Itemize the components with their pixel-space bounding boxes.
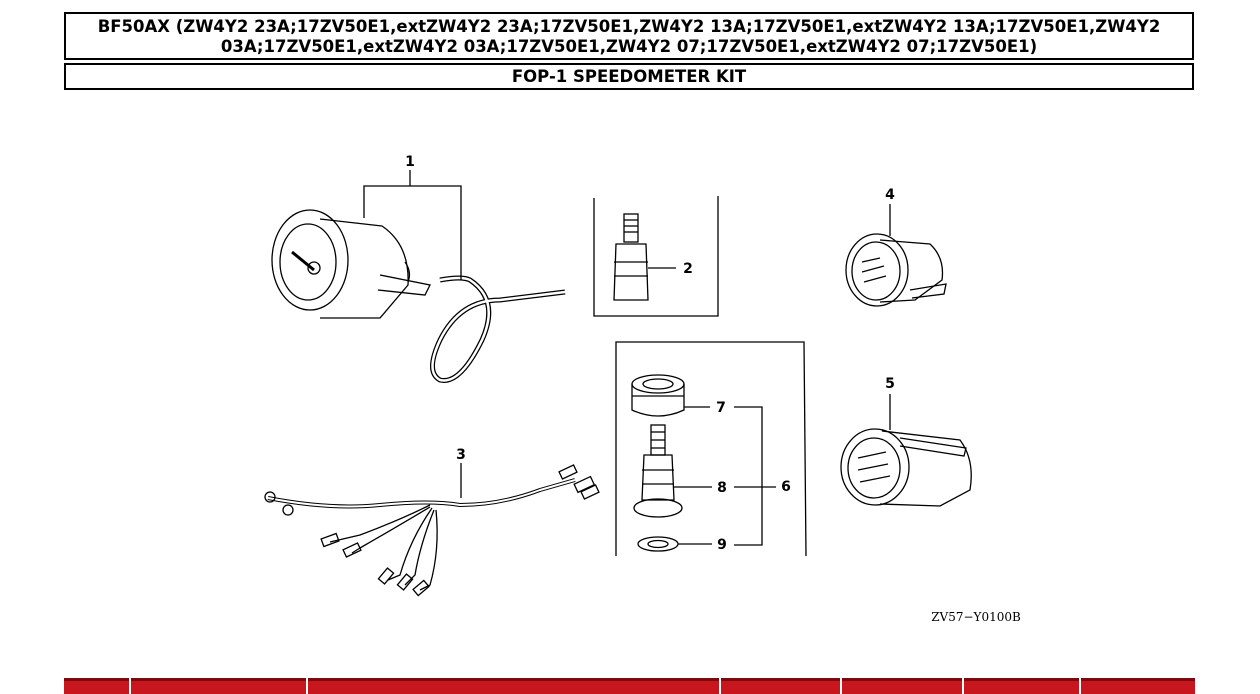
part-4-gauge[interactable] — [845, 233, 947, 307]
frame-6 — [615, 341, 807, 557]
table-header-cell — [307, 678, 720, 694]
section-title: FOP-1 SPEEDOMETER KIT — [64, 63, 1194, 90]
table-header-cell — [130, 678, 307, 694]
model-line-2: 03A;17ZV50E1,extZW4Y2 03A;17ZV50E1,ZW4Y2… — [220, 37, 1038, 56]
callout-9[interactable]: 9 — [717, 537, 727, 553]
part-5-gauge[interactable] — [840, 428, 972, 507]
callout-7[interactable]: 7 — [716, 400, 726, 416]
table-header-cell — [963, 678, 1080, 694]
part-9-washer[interactable] — [637, 536, 679, 552]
model-header: BF50AX (ZW4Y2 23A;17ZV50E1,extZW4Y2 23A;… — [64, 12, 1194, 60]
callout-4[interactable]: 4 — [885, 187, 895, 203]
callout-1[interactable]: 1 — [405, 154, 415, 170]
part-2-adapter[interactable] — [613, 213, 649, 301]
table-header-cell — [720, 678, 841, 694]
callout-6[interactable]: 6 — [781, 479, 791, 495]
table-header-cell — [63, 678, 130, 694]
callout-bracket-1 — [363, 185, 462, 280]
callout-2[interactable]: 2 — [683, 261, 693, 277]
callout-bracket-6 — [734, 406, 763, 546]
callout-8[interactable]: 8 — [717, 480, 727, 496]
part-8-fitting[interactable] — [633, 424, 683, 518]
part-1-speedometer[interactable] — [271, 209, 566, 383]
part-7-nut[interactable] — [631, 374, 685, 417]
model-line-1: BF50AX (ZW4Y2 23A;17ZV50E1,extZW4Y2 23A;… — [97, 17, 1161, 36]
table-header-cell — [1080, 678, 1196, 694]
part-3-wire-harness[interactable] — [264, 464, 600, 597]
callout-3[interactable]: 3 — [456, 447, 466, 463]
frame-2 — [593, 196, 719, 317]
table-header-cell — [841, 678, 963, 694]
figure-code: ZV57−Y0100B — [931, 610, 1021, 624]
callout-5[interactable]: 5 — [885, 376, 895, 392]
